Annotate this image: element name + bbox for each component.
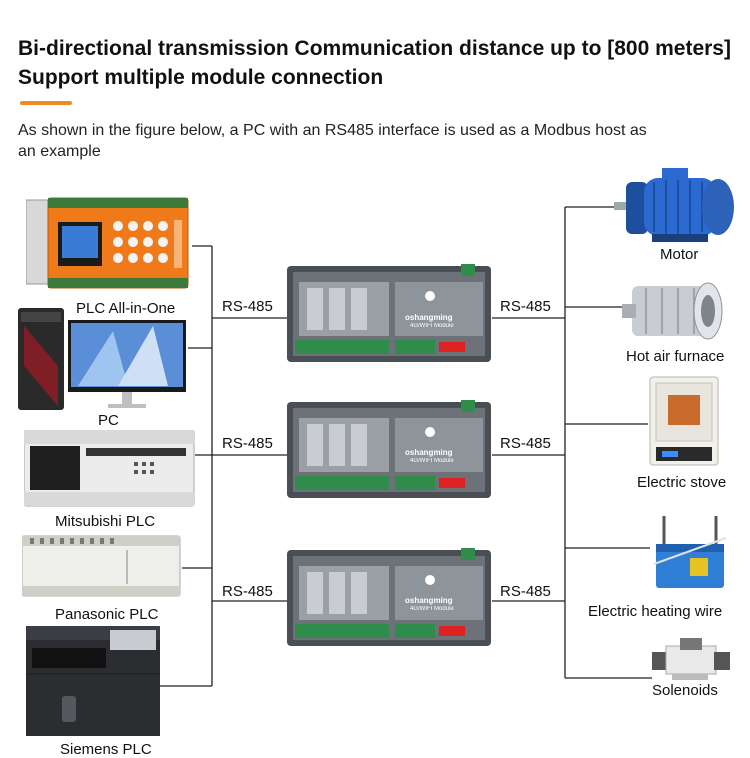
module-1-brand: oshangming [405, 313, 453, 322]
rs485-label-right-module-2: RS-485 [500, 435, 551, 452]
module-1-subtitle: 4G/WIFI Module [410, 323, 454, 329]
right-device-label-hot-air-furnace: Hot air furnace [626, 348, 725, 365]
module-3-subtitle: 4G/WIFI Module [410, 606, 454, 612]
title-accent-bar [20, 101, 72, 105]
motor-icon [614, 168, 738, 244]
electric-heating-wire-icon [650, 514, 730, 596]
plc-all-in-one-icon [26, 196, 192, 292]
hot-air-furnace-icon [622, 278, 724, 344]
rs485-label-right-module-3: RS-485 [500, 583, 551, 600]
module-2 [285, 398, 493, 504]
desktop-pc-icon [18, 306, 188, 412]
mitsubishi-plc-icon [24, 430, 196, 508]
rs485-label-right-module-1: RS-485 [500, 298, 551, 315]
right-device-label-electric-heating-wire: Electric heating wire [588, 603, 723, 620]
module-3 [285, 546, 493, 652]
left-device-label-pc: PC [98, 412, 119, 429]
right-device-label-solenoids: Solenoids [652, 682, 718, 699]
page-description: As shown in the figure below, a PC with … [18, 122, 647, 160]
right-device-label-electric-stove: Electric stove [637, 474, 727, 491]
module-2-subtitle: 4G/WIFI Module [410, 458, 454, 464]
left-device-label-mitsubishi-plc: Mitsubishi PLC [55, 513, 156, 530]
page-title: Bi-directional transmission Communicatio… [18, 37, 731, 89]
module-2-brand: oshangming [405, 448, 453, 457]
left-device-label-panasonic-plc: Panasonic PLC [55, 606, 159, 623]
rs485-label-left-module-1: RS-485 [222, 298, 273, 315]
module-1 [285, 262, 493, 368]
rs485-label-left-module-3: RS-485 [222, 583, 273, 600]
electric-stove-icon [648, 375, 720, 469]
rs485-label-left-module-2: RS-485 [222, 435, 273, 452]
siemens-plc-icon [26, 626, 160, 736]
right-device-label-motor: Motor [660, 246, 699, 263]
solenoid-icon [652, 636, 732, 682]
panasonic-plc-icon [22, 532, 182, 600]
module-3-brand: oshangming [405, 596, 453, 605]
left-device-label-plc-all-in-one: PLC All-in-One [76, 300, 176, 317]
